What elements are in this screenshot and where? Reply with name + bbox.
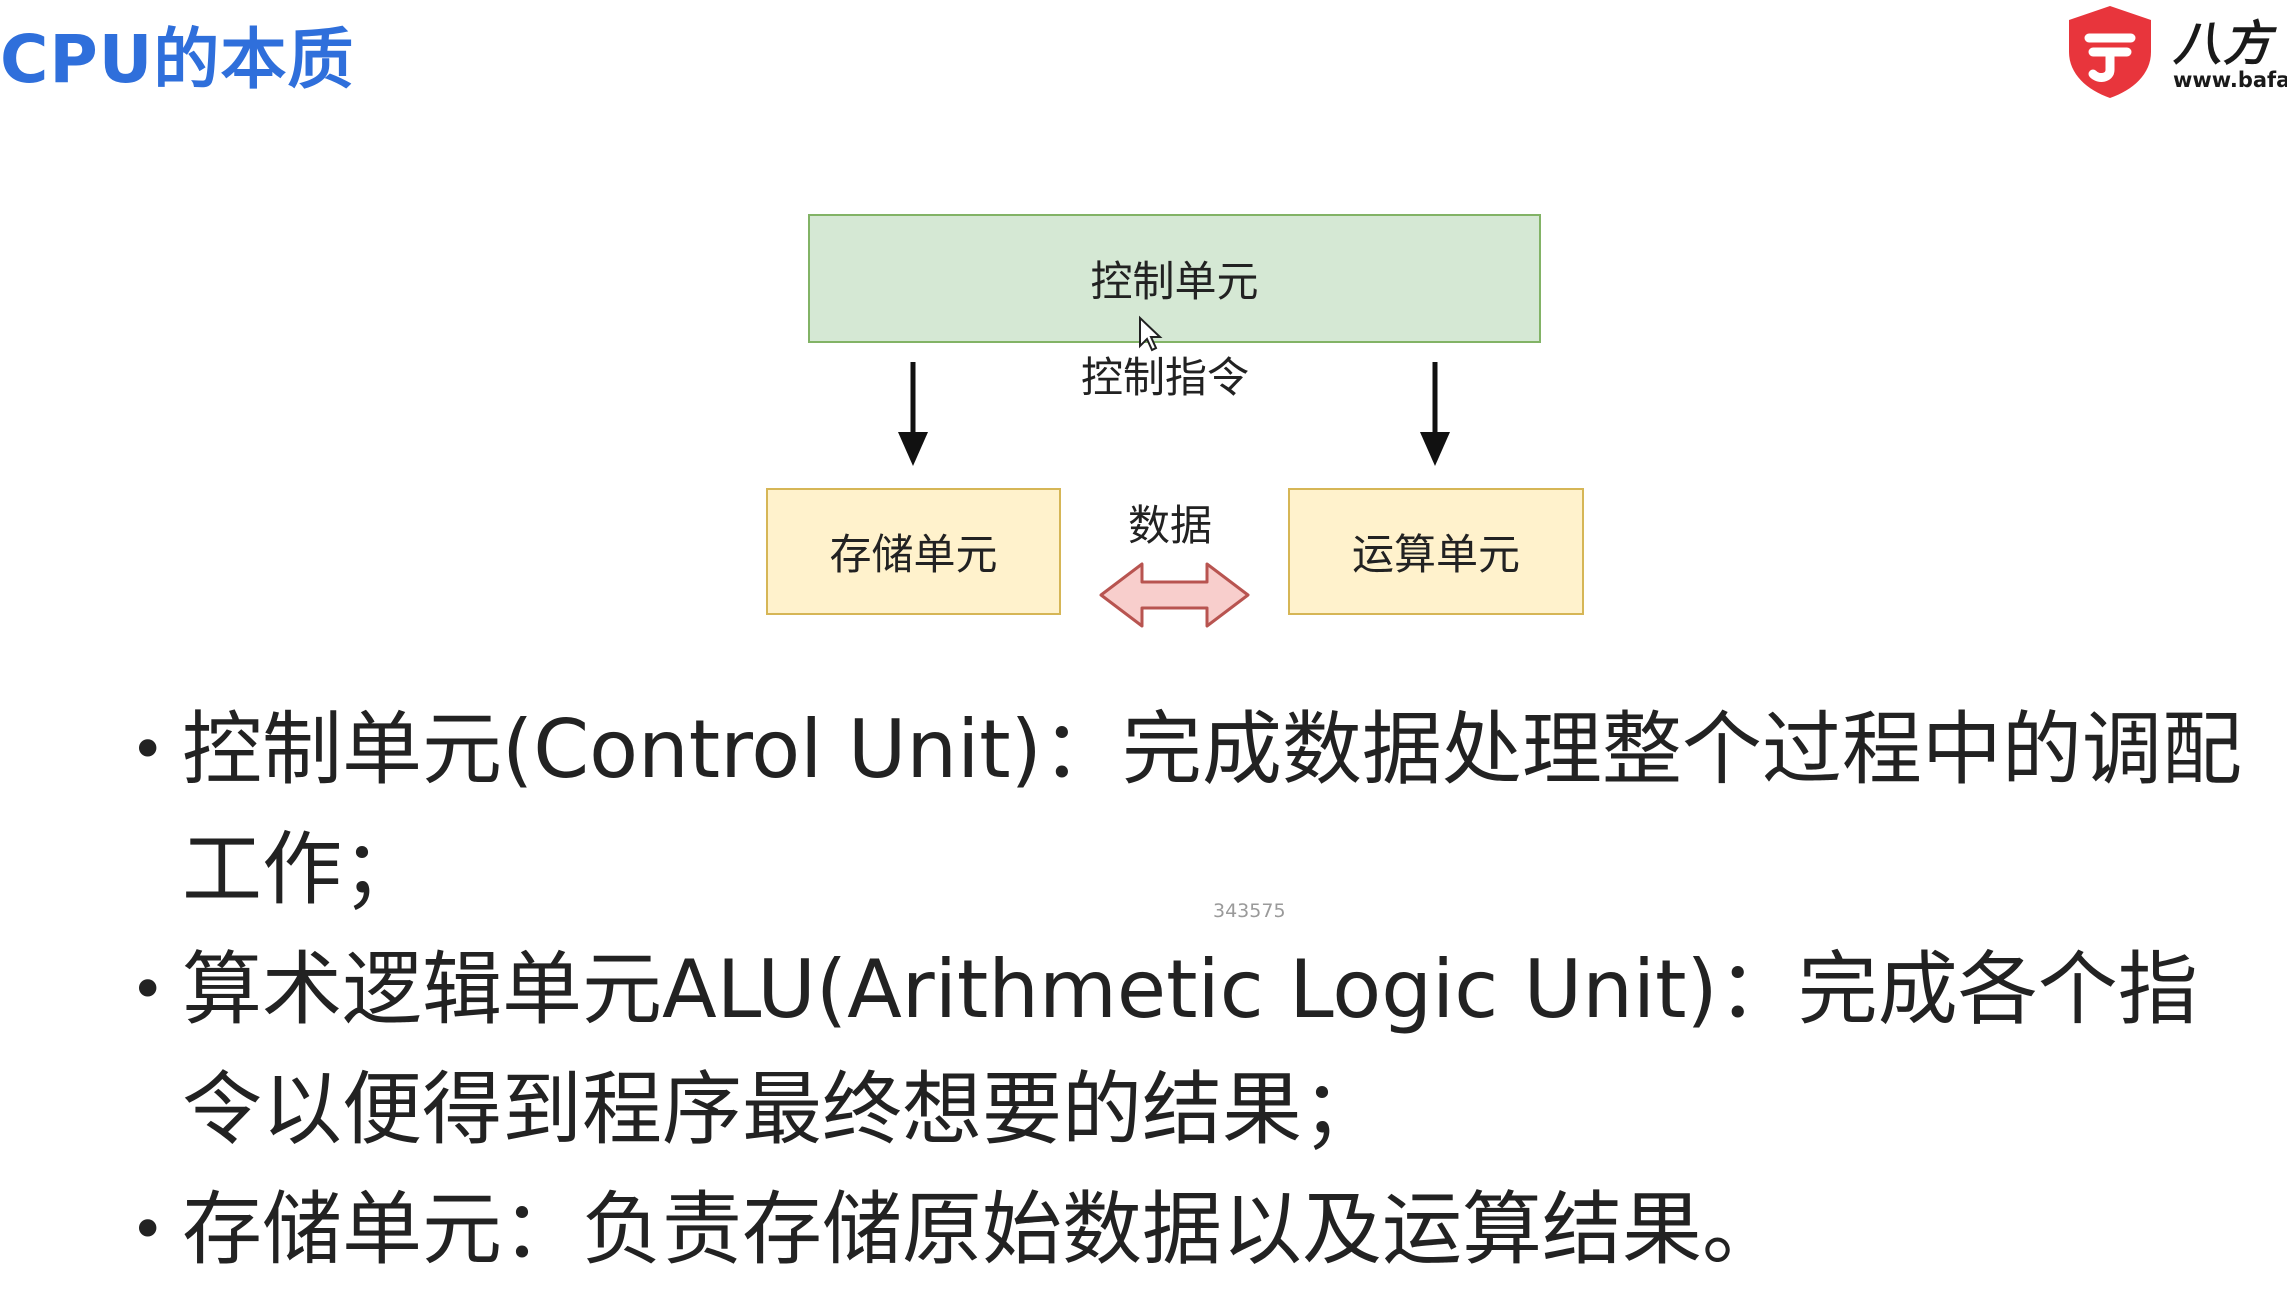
bullet-text: 算术逻辑单元ALU(Arithmetic Logic Unit)：完成各个指令以…: [182, 943, 2198, 1156]
bullet-list: • 控制单元(Control Unit)：完成数据处理整个过程中的调配工作； •…: [120, 690, 2250, 1290]
bullet-text: 存储单元：负责存储原始数据以及运算结果。: [182, 1183, 1782, 1276]
control-unit-box: 控制单元: [808, 214, 1541, 343]
bullet-item-alu: • 算术逻辑单元ALU(Arithmetic Logic Unit)：完成各个指…: [120, 930, 2250, 1170]
logo-url-text: www.bafa: [2173, 68, 2287, 92]
logo: 八方 www.bafa: [2055, 0, 2287, 100]
control-signal-label: 控制指令: [1081, 353, 1250, 402]
storage-unit-box: 存储单元: [766, 488, 1061, 615]
data-label: 数据: [1128, 501, 1213, 550]
alu-unit-label: 运算单元: [1351, 530, 1520, 579]
data-bidirectional-arrow: [1099, 562, 1250, 628]
storage-unit-label: 存储单元: [829, 530, 998, 579]
alu-unit-box: 运算单元: [1288, 488, 1584, 615]
control-to-storage-arrow: [898, 362, 928, 466]
control-to-alu-arrow: [1420, 362, 1450, 466]
bullet-item-control-unit: • 控制单元(Control Unit)：完成数据处理整个过程中的调配工作；: [120, 690, 2250, 930]
bafang-logo-icon: [2069, 6, 2151, 98]
watermark-text: 343575: [1213, 900, 1286, 922]
bullet-dot: •: [130, 955, 166, 1025]
bullet-item-storage-unit: • 存储单元：负责存储原始数据以及运算结果。: [120, 1170, 2250, 1290]
bullet-dot: •: [130, 1195, 166, 1265]
page-title: CPU的本质: [0, 21, 355, 98]
bullet-text: 控制单元(Control Unit)：完成数据处理整个过程中的调配工作；: [182, 703, 2242, 916]
bullet-dot: •: [130, 715, 166, 785]
control-unit-label: 控制单元: [1090, 257, 1259, 306]
mouse-cursor-icon: [1139, 315, 1163, 352]
logo-brand-text: 八方: [2173, 16, 2274, 72]
